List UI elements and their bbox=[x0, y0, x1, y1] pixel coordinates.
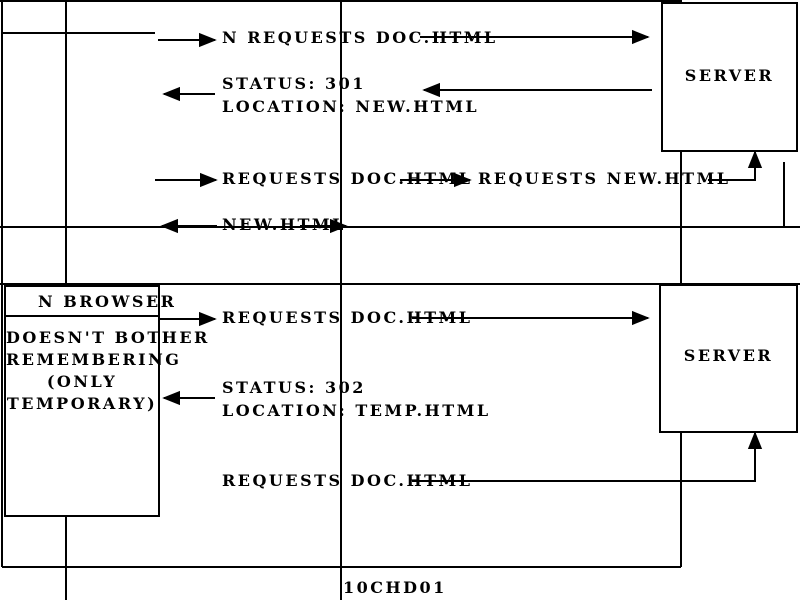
top-location-label: LOCATION: NEW.HTML bbox=[222, 97, 480, 116]
browser-box: N BROWSER DOESN'T BOTHER REMEMBERING (ON… bbox=[4, 285, 210, 517]
browser-note: DOESN'T BOTHER REMEMBERING (ONLY TEMPORA… bbox=[6, 327, 210, 415]
bottom-location-label: LOCATION: TEMP.HTML bbox=[222, 401, 491, 420]
top-status-label: STATUS: 301 bbox=[222, 74, 366, 93]
browser-title: N BROWSER bbox=[6, 287, 174, 317]
bottom-request-1-label: REQUESTS DOC.HTML bbox=[222, 308, 473, 327]
top-request-2a-label: REQUESTS DOC.HTML bbox=[222, 169, 473, 188]
footer-code: 10CHD01 bbox=[343, 578, 447, 597]
bottom-request-2-label: REQUESTS DOC.HTML bbox=[222, 471, 473, 490]
browser-note-line-1: DOESN'T BOTHER bbox=[6, 328, 210, 347]
bottom-status-label: STATUS: 302 bbox=[222, 378, 366, 397]
top-server-box: SERVER bbox=[661, 2, 798, 152]
browser-note-line-3: (ONLY bbox=[46, 372, 118, 391]
bottom-server-box: SERVER bbox=[659, 284, 798, 433]
top-response-label: NEW.HTML bbox=[222, 215, 346, 234]
arrow-request-b2-to-server bbox=[412, 431, 763, 482]
browser-note-line-2: REMEMBERING bbox=[6, 350, 182, 369]
browser-note-line-4: TEMPORARY) bbox=[6, 394, 158, 413]
arrow-request-2-to-server bbox=[708, 150, 763, 181]
top-server-label: SERVER bbox=[684, 66, 775, 85]
top-request-2b-label: REQUESTS NEW.HTML bbox=[478, 169, 731, 188]
bottom-server-label: SERVER bbox=[683, 346, 774, 365]
top-request-1-label: N REQUESTS DOC.HTML bbox=[222, 28, 498, 47]
